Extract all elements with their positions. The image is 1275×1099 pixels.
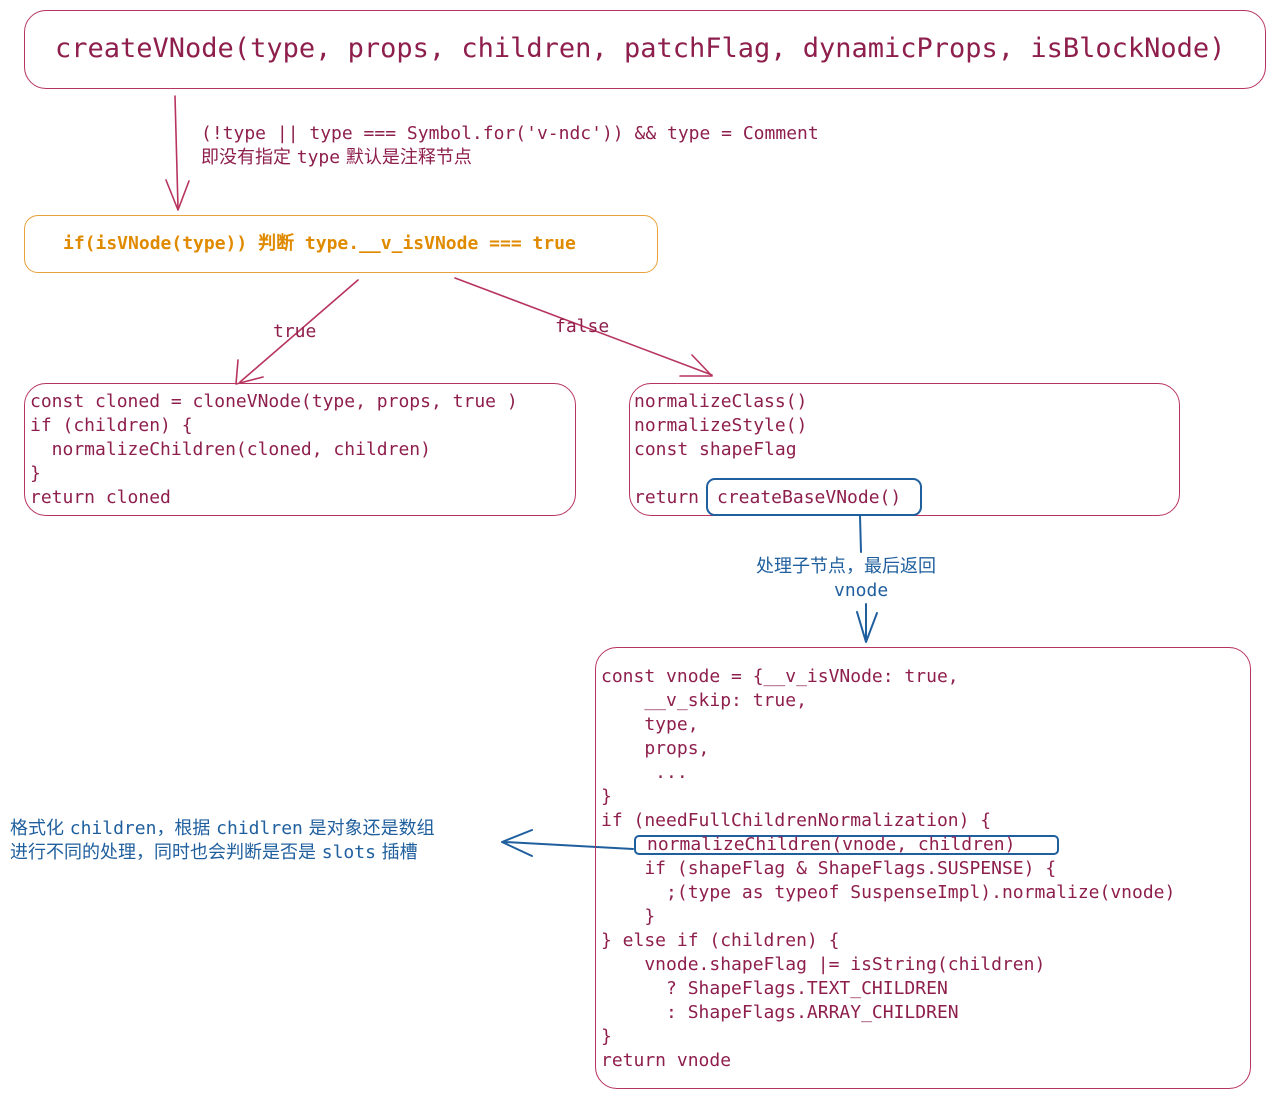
process-children-note: 处理子节点，最后返回 xyxy=(756,556,936,577)
type-default-prefix: 即没有指定 xyxy=(201,147,297,168)
vnode-line-14: ? ShapeFlags.TEXT_CHILDREN xyxy=(601,978,948,999)
clone-line-5: return cloned xyxy=(30,487,171,508)
type-default-suffix: 默认是注释节点 xyxy=(340,147,472,168)
vnode-construction-box: const vnode = {__v_isVNode: true, __v_sk… xyxy=(595,647,1251,1089)
isvnode-check-box: if(isVNode(type)) 判断 type.__v_isVNode ==… xyxy=(24,215,658,273)
return-keyword: return xyxy=(634,487,700,508)
side-note-l2-c: 插槽 xyxy=(375,842,418,863)
vnode-line-13: vnode.shapeFlag |= isString(children) xyxy=(601,954,1046,975)
side-note-l2-a: 进行不同的处理，同时也会判断是否是 xyxy=(10,842,322,863)
side-note-line-2: 进行不同的处理，同时也会判断是否是 slots 插槽 xyxy=(10,841,418,865)
create-base-vnode-highlight: createBaseVNode() xyxy=(706,478,922,516)
clone-line-2: if (children) { xyxy=(30,415,193,436)
side-note-l1-c: ，根据 xyxy=(156,818,217,839)
true-branch-label: true xyxy=(273,321,317,342)
normalize-children-call: normalizeChildren(vnode, children) xyxy=(647,834,1016,855)
false-branch-label: false xyxy=(555,316,610,337)
vnode-line-15: : ShapeFlags.ARRAY_CHILDREN xyxy=(601,1002,959,1023)
arrow-base-to-vnode xyxy=(859,515,862,553)
side-note-l2-b: slots xyxy=(321,842,376,863)
clone-line-3: normalizeChildren(cloned, children) xyxy=(30,439,431,460)
vnode-line-10: ;(type as typeof SuspenseImpl).normalize… xyxy=(601,882,1176,903)
vnode-line-3: type, xyxy=(601,714,699,735)
side-note-line-1: 格式化 children，根据 chidlren 是对象还是数组 xyxy=(10,817,435,841)
vnode-line-12: } else if (children) { xyxy=(601,930,840,951)
type-default-condition: (!type || type === Symbol.for('v-ndc')) … xyxy=(201,123,819,144)
vnode-line-6: } xyxy=(601,786,612,807)
isvnode-check-suffix: type.__v_isVNode === true xyxy=(294,233,576,254)
create-base-vnode-call: createBaseVNode() xyxy=(717,487,902,508)
create-vnode-box: createVNode(type, props, children, patch… xyxy=(24,10,1266,89)
clone-line-1: const cloned = cloneVNode(type, props, t… xyxy=(30,391,518,412)
clone-line-4: } xyxy=(30,463,41,484)
process-children-vnode: vnode xyxy=(834,580,889,601)
isvnode-check-text: if(isVNode(type)) 判断 type.__v_isVNode ==… xyxy=(63,232,576,256)
type-default-code: type xyxy=(296,147,341,168)
arrow-create-to-check xyxy=(174,95,179,209)
shapeflag-line: const shapeFlag xyxy=(634,439,797,460)
side-note-l1-d: chidlren xyxy=(216,818,303,839)
isvnode-check-prefix: if(isVNode(type)) xyxy=(63,233,259,254)
side-note-l1-e: 是对象还是数组 xyxy=(302,818,435,839)
vnode-line-1: const vnode = {__v_isVNode: true, xyxy=(601,666,959,687)
vnode-line-11: } xyxy=(601,906,656,927)
vnode-line-17: return vnode xyxy=(601,1050,732,1071)
vnode-line-16: } xyxy=(601,1026,612,1047)
vnode-line-4: props, xyxy=(601,738,710,759)
vnode-line-9: if (shapeFlag & ShapeFlags.SUSPENSE) { xyxy=(601,858,1057,879)
side-note-l1-b: children xyxy=(69,818,157,839)
clone-vnode-box: const cloned = cloneVNode(type, props, t… xyxy=(24,383,576,516)
type-default-explanation: 即没有指定 type 默认是注释节点 xyxy=(201,146,472,170)
normalize-children-highlight: normalizeChildren(vnode, children) xyxy=(634,834,1059,855)
vnode-line-5: ... xyxy=(601,762,688,783)
vnode-line-2: __v_skip: true, xyxy=(601,690,807,711)
create-vnode-signature: createVNode(type, props, children, patch… xyxy=(55,33,1226,64)
isvnode-check-cjk: 判断 xyxy=(258,233,295,254)
vnode-line-7: if (needFullChildrenNormalization) { xyxy=(601,810,992,831)
normalize-style-line: normalizeStyle() xyxy=(634,415,808,436)
normalize-class-line: normalizeClass() xyxy=(634,391,808,412)
side-note-l1-a: 格式化 xyxy=(10,818,70,839)
